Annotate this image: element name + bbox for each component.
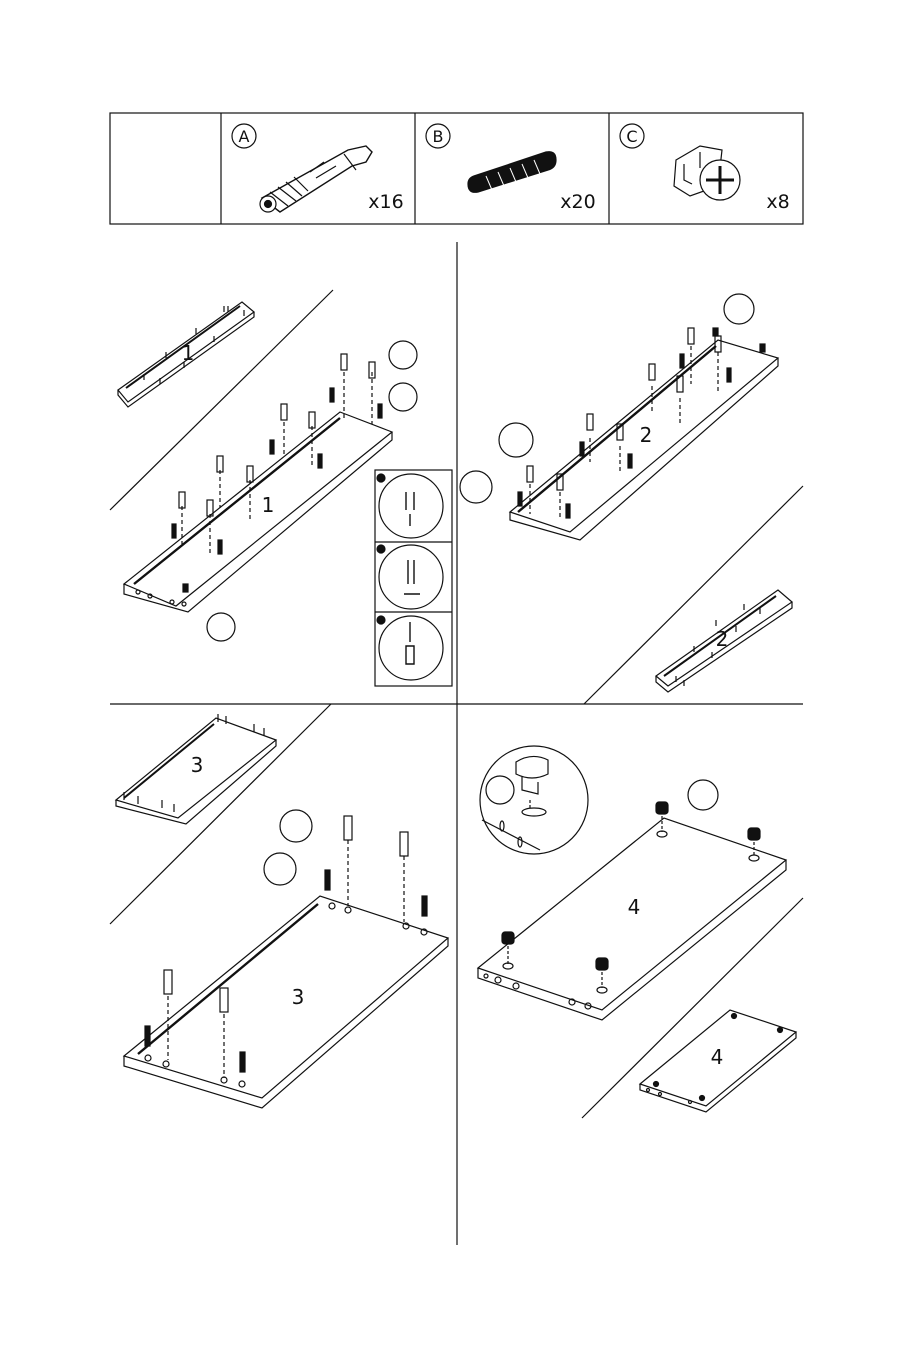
step-2-callout-circle (460, 471, 492, 503)
part-a-quantity: x16 (368, 191, 403, 213)
parts-table: A x16 B x20 C (110, 113, 803, 224)
step-1-main-panel: 1 (124, 354, 392, 612)
wood-dowel-icon (468, 152, 556, 193)
step-1-reference-panel: 1 (118, 302, 254, 407)
step-4-reference-number: 4 (711, 1045, 724, 1069)
step-3-cam-bolts (145, 870, 427, 1072)
cam-lock-icon (674, 146, 740, 200)
part-b-quantity: x20 (560, 191, 595, 213)
part-c-cell: C x8 (620, 124, 790, 213)
part-c-quantity: x8 (766, 191, 789, 213)
step-3-main-panel: 3 (124, 816, 448, 1108)
step-3-panel: 3 3 (110, 704, 448, 1108)
step-3-panel-number: 3 (292, 985, 305, 1009)
step-3-callout-circle (280, 810, 312, 842)
step-4-callout-circle (486, 776, 514, 804)
step-2-reference-panel: 2 (656, 590, 792, 692)
step-4-detail-magnifier (480, 746, 588, 854)
step-1-callout-circle (389, 383, 417, 411)
step-4-main-panel: 4 (478, 802, 786, 1020)
step-1-panel: 1 1 (110, 290, 452, 686)
step-2-panel-number: 2 (640, 423, 653, 447)
step-1-panel-number: 1 (262, 493, 275, 517)
step-1-separator (110, 290, 333, 510)
part-c-letter: C (626, 127, 637, 146)
part-a-letter: A (239, 127, 250, 146)
step-2-panel: 2 2 (460, 294, 803, 704)
step-2-main-panel: 2 (510, 328, 778, 540)
step-4-reference-panel: 4 (640, 1010, 796, 1112)
step-2-callout-circle (499, 423, 533, 457)
step-4-separator (582, 898, 803, 1118)
step-1-callout-circle (389, 341, 417, 369)
part-a-cell: A x16 (232, 124, 404, 213)
part-b-letter: B (433, 127, 444, 146)
step-4-panel-number: 4 (628, 895, 641, 919)
step-2-dowels (527, 328, 721, 490)
step-2-reference-number: 2 (716, 627, 729, 651)
parts-table-border (110, 113, 803, 224)
step-4-callout-circle (688, 780, 718, 810)
step-3-dowels (164, 816, 408, 1012)
step-1-dowels (179, 354, 375, 516)
step-3-reference-panel: 3 (116, 714, 276, 824)
step-1-reference-number: 1 (182, 341, 195, 365)
cam-bolt-icon (260, 146, 372, 212)
part-b-cell: B x20 (426, 124, 596, 213)
step-2-callout-circle (724, 294, 754, 324)
step-1-detail-inset (375, 470, 452, 686)
step-3-reference-number: 3 (191, 753, 204, 777)
step-4-panel: 4 4 (478, 746, 803, 1118)
step-3-separator (110, 704, 331, 924)
step-4-cam-locks (502, 802, 760, 970)
step-3-callout-circle (264, 853, 296, 885)
step-1-callout-circle (207, 613, 235, 641)
